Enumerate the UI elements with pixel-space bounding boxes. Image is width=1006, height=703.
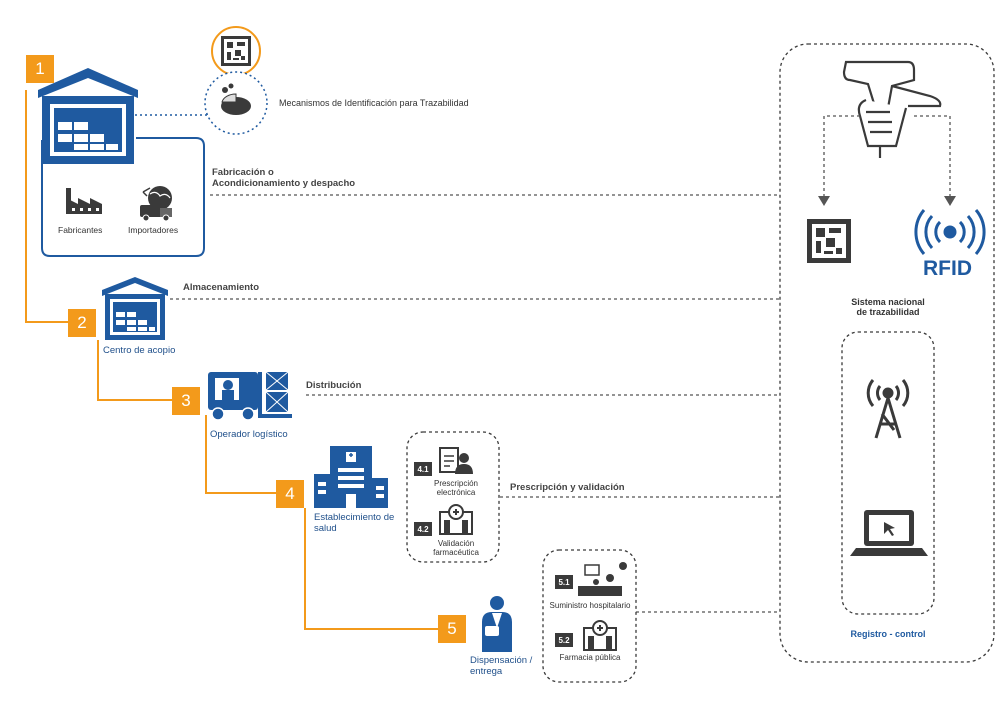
stage-connector-path [25, 90, 438, 630]
flow-storage-label: Almacenamiento [183, 282, 260, 293]
system-title-line2: de trazabilidad [856, 307, 920, 318]
public-pharmacy-icon [583, 620, 617, 651]
substep-4-1-line1: Prescripción [433, 479, 478, 488]
substep-5-2-badge: 5.2 [555, 633, 573, 647]
stage-4-label: Establecimiento de salud [314, 512, 395, 535]
rfid-icon [914, 209, 986, 255]
rfid-label: RFID [923, 257, 972, 280]
sub-steps-5-box [542, 549, 637, 683]
arrow-down-icon [818, 196, 830, 206]
stage-4-label-line1: Establecimiento de [314, 512, 395, 523]
flow-fabrication-line2: Acondicionamiento y despacho [212, 177, 356, 189]
registry-label: Registro - control [850, 629, 926, 639]
system-title-line1: Sistema nacional [851, 297, 925, 307]
substep-4-2-badge: 4.2 [414, 522, 432, 536]
factory-icon [66, 188, 102, 214]
flow-prescription-label: Prescripción y validación [510, 482, 625, 493]
scanner-arrows [823, 115, 951, 196]
hospital-supply-icon [578, 562, 627, 596]
stage-5-label-line2: entrega [470, 665, 503, 677]
substep-5-1-badge: 5.1 [555, 575, 573, 589]
stage-5-label-line1: Dispensación / [470, 655, 533, 666]
substep-5-2-label: Farmacia pública [559, 653, 621, 662]
import-truck-globe-icon [140, 186, 172, 222]
substep-4-1-line2: electrónica [436, 488, 476, 498]
pharmacy-building-icon [439, 504, 473, 535]
pill-dish-icon [204, 71, 268, 135]
system-box [779, 43, 995, 663]
qr-code-badge-icon [211, 26, 261, 76]
stage-4-label-line2: salud [314, 522, 337, 534]
flow-fabrication-label: Fabricación o Acondicionamiento y despac… [212, 167, 356, 190]
substep-4-1-label: Prescripción electrónica [424, 479, 488, 497]
warehouse-icon [102, 277, 168, 340]
substep-4-2-line1: Validación [437, 539, 475, 548]
stage1-panel [41, 137, 205, 257]
substep-5-1-label: Suministro hospitalario [549, 601, 631, 610]
stage-3-label: Operador logístico [210, 429, 288, 440]
hospital-icon [314, 446, 388, 508]
warehouse-large-icon [38, 68, 138, 164]
qr-code-icon [807, 219, 851, 263]
e-prescription-icon [439, 447, 473, 474]
stage-5-label: Dispensación / entrega [470, 655, 533, 678]
substep-4-1-badge: 4.1 [414, 462, 432, 476]
stage-5-badge: 5 [438, 615, 466, 643]
stage-2-badge: 2 [68, 309, 96, 337]
stage-3-badge: 3 [172, 387, 200, 415]
stage-2-label: Centro de acopio [103, 345, 176, 356]
importers-label: Importadores [128, 225, 179, 235]
stage-1-badge: 1 [26, 55, 54, 83]
flow-fabrication-line1: Fabricación o [212, 167, 274, 178]
laptop-icon [850, 510, 928, 556]
mechanisms-label: Mecanismos de Identificación para Trazab… [279, 98, 469, 108]
forklift-icon [208, 371, 292, 421]
manufacturers-label: Fabricantes [58, 225, 103, 235]
substep-4-2-label: Validación farmacéutica [424, 539, 488, 557]
system-title: Sistema nacional de trazabilidad [838, 297, 938, 318]
barcode-scanner-icon [842, 60, 942, 158]
registry-box [841, 331, 935, 615]
substep-4-2-line2: farmacéutica [433, 548, 479, 558]
sub-steps-4-box [406, 431, 500, 563]
pharmacist-icon [482, 596, 512, 652]
arrow-down-icon [944, 196, 956, 206]
flow-distribution-label: Distribución [306, 380, 362, 391]
antenna-tower-icon [866, 379, 910, 439]
stage-4-badge: 4 [276, 480, 304, 508]
flow-lines [170, 194, 780, 613]
